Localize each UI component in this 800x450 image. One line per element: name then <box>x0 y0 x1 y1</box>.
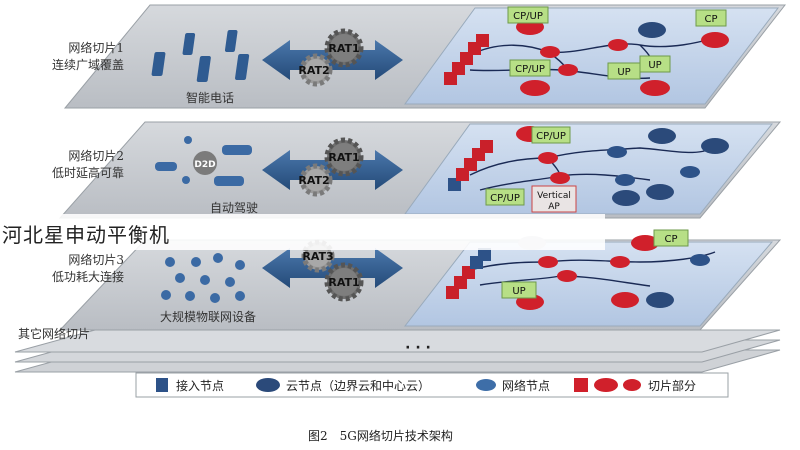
node-label-s1-2: UP <box>617 67 630 78</box>
legend-access-label: 接入节点 <box>176 379 225 393</box>
slice2-desc: 低时延高可靠 <box>51 166 124 180</box>
slice-square-icon <box>574 378 588 392</box>
legend-network-label: 网络节点 <box>502 379 551 393</box>
other-slice-planes <box>14 329 781 373</box>
gear-rat1-s3 <box>324 262 364 302</box>
slice3-desc: 低功耗大连接 <box>51 270 124 284</box>
smartphone-group <box>151 30 250 82</box>
slice-node-icon <box>623 379 641 391</box>
slice1-name: 网络切片1 <box>68 41 124 55</box>
rat2-label-s1: RAT2 <box>298 64 329 77</box>
legend-box <box>135 372 729 398</box>
slice2-name: 网络切片2 <box>68 149 124 163</box>
rat3-label-s3: RAT3 <box>302 250 333 263</box>
watermark-band <box>0 214 605 250</box>
rat1-label-s3: RAT1 <box>328 276 359 289</box>
other-slices-label: 其它网络切片 <box>17 327 90 341</box>
more-slices-ellipsis: · · · <box>405 340 431 356</box>
network-node-icon <box>476 379 496 391</box>
watermark-text: 河北星申动平衡机 <box>2 223 170 247</box>
gear-rat2-s1 <box>299 53 333 87</box>
slice1-label: 网络切片1 连续广域覆盖 <box>20 40 124 74</box>
node-label-s2-2: Vertical <box>537 191 571 201</box>
gear-rat2-s2 <box>299 163 333 197</box>
slice-cloud-icon <box>594 378 618 392</box>
slice2-network: CP/UP CP/UP Vertical AP <box>448 126 729 213</box>
slice1-plane <box>63 4 787 109</box>
node-label-s1-1: CP/UP <box>515 64 545 75</box>
legend-cloud-label: 云节点（边界云和中心云） <box>286 379 431 393</box>
slice1-network: CP/UP CP/UP UP UP CP <box>444 6 729 96</box>
svg-text:D2D: D2D <box>194 160 215 170</box>
slice2-label: 网络切片2 低时延高可靠 <box>20 148 124 182</box>
node-label-s2-0: CP/UP <box>536 131 566 142</box>
node-label-s2-1: CP/UP <box>490 193 520 204</box>
node-label-s1-4: CP <box>704 14 717 25</box>
gear-rat1-s2 <box>324 137 364 177</box>
autonomous-driving-label: 自动驾驶 <box>210 201 259 215</box>
vehicle-group <box>155 136 252 186</box>
rat2-label-s2: RAT2 <box>298 174 329 187</box>
slice3-label: 网络切片3 低功耗大连接 <box>20 252 124 286</box>
node-label-s2-3: AP <box>548 202 560 212</box>
smartphone-label: 智能电话 <box>186 91 235 105</box>
node-label-s1-0: CP/UP <box>513 11 543 22</box>
cloud-node-icon <box>256 378 280 392</box>
figure-caption: 图2 5G网络切片技术架构 <box>308 429 453 443</box>
rat1-label-s1: RAT1 <box>328 42 359 55</box>
legend-slice-label: 切片部分 <box>648 379 697 393</box>
node-label-s3-1: CP <box>664 234 677 245</box>
iot-devices-label: 大规模物联网设备 <box>160 310 257 324</box>
slice3-name: 网络切片3 <box>68 253 124 267</box>
node-label-s1-3: UP <box>648 60 661 71</box>
d2d-badge: D2D <box>193 151 217 175</box>
gear-rat1-s1 <box>324 28 364 68</box>
node-label-s3-0: UP <box>512 286 525 297</box>
rat1-label-s2: RAT1 <box>328 151 359 164</box>
iot-device-group <box>161 253 245 303</box>
rat-arrow-3 <box>262 248 403 288</box>
access-node-icon <box>156 378 168 392</box>
slice1-desc: 连续广域覆盖 <box>51 58 124 72</box>
